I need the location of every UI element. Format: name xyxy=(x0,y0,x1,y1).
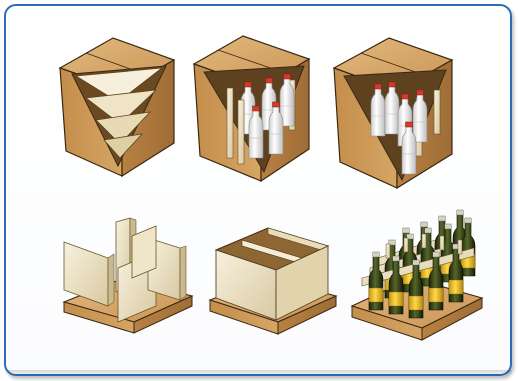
frame-shadow xyxy=(8,370,512,376)
packaging-illustration xyxy=(6,6,512,376)
tray-bottle-grid xyxy=(352,210,482,340)
box-triangular-inserts xyxy=(60,38,174,176)
box-bottles-diagonal xyxy=(334,38,452,188)
box-bottles-pockets xyxy=(194,36,309,181)
tray-partition-inserts xyxy=(64,218,192,333)
open-box-divider xyxy=(210,228,336,334)
illustration-frame xyxy=(4,4,512,376)
